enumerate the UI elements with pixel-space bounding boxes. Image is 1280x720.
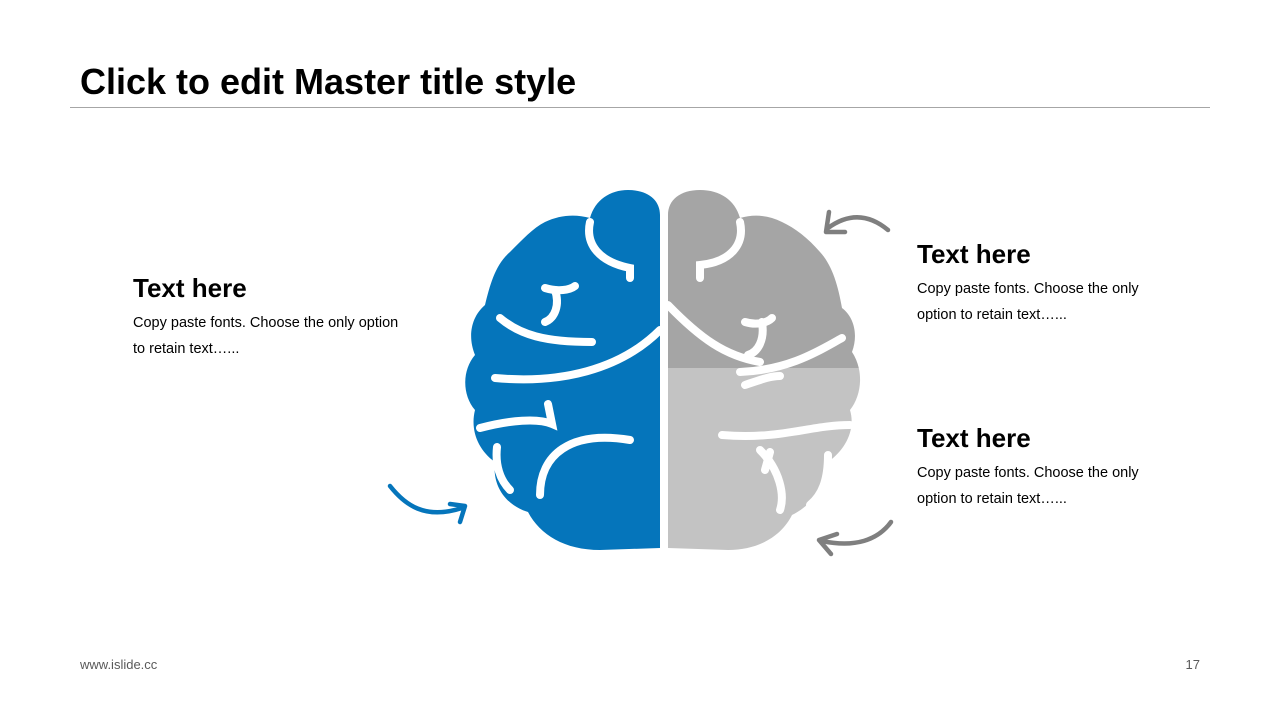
footer-url[interactable]: www.islide.cc [80,657,158,672]
brain-folds-right [664,218,854,514]
title-divider [70,107,1210,108]
curved-arrow-icon [387,483,465,515]
text-block-body[interactable]: Copy paste fonts. Choose the only option… [133,315,399,357]
page-number: 17 [1185,657,1200,672]
text-block-right-top: Text here Copy paste fonts. Choose the o… [917,238,1157,328]
text-block-body[interactable]: Copy paste fonts. Choose the only option… [917,465,1139,507]
text-block-left: Text here Copy paste fonts. Choose the o… [133,272,408,362]
text-block-right-bottom: Text here Copy paste fonts. Choose the o… [917,422,1157,512]
arrowhead-right-bottom [816,531,840,557]
text-block-heading[interactable]: Text here [917,423,1031,453]
brain-folds-left [476,218,664,499]
text-block-heading[interactable]: Text here [917,239,1031,269]
curved-arrow-icon [819,519,894,546]
arrowhead-right-top [823,209,848,235]
brain-right-upper [668,190,859,368]
brain-left-hemisphere [465,190,660,550]
slide-title[interactable]: Click to edit Master title style [80,61,577,102]
brain-icon [387,190,894,557]
text-block-heading[interactable]: Text here [133,273,247,303]
text-block-body[interactable]: Copy paste fonts. Choose the only option… [917,281,1139,323]
curved-arrow-icon [825,215,891,233]
arrowhead-left [447,501,468,525]
